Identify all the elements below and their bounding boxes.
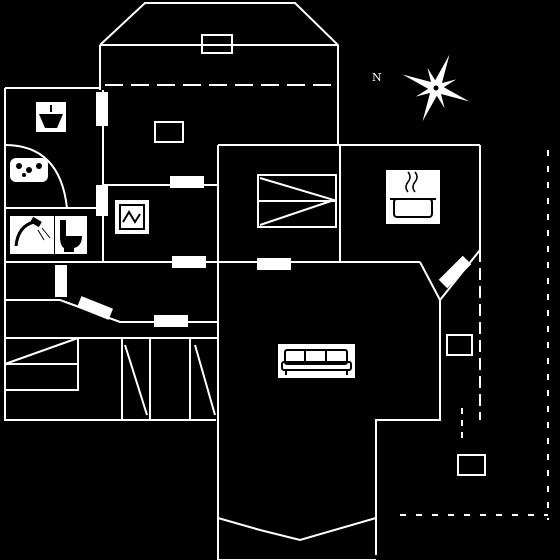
upper-bay-window — [201, 34, 233, 54]
sink-icon — [36, 102, 66, 132]
walls — [4, 1, 549, 560]
doors — [55, 92, 472, 327]
compass-north-label: N — [372, 71, 382, 84]
living-room-east-wall — [375, 300, 441, 555]
closet-diagonal-a — [124, 344, 148, 416]
door — [96, 92, 108, 126]
door — [438, 255, 472, 289]
washing-machine-icon — [115, 200, 149, 234]
bathroom-arc-wall — [4, 144, 68, 209]
terrace-box-1 — [446, 334, 473, 356]
upper-room-box — [154, 121, 184, 143]
living-room-bay — [217, 517, 377, 542]
sofa-icon — [278, 344, 355, 378]
toilet-icon — [55, 216, 87, 254]
door — [55, 265, 67, 297]
bathtub-icon — [10, 158, 48, 182]
left-outer-wall — [4, 88, 216, 421]
closet-2 — [4, 363, 79, 391]
terrace-box-2 — [457, 454, 486, 476]
door — [76, 296, 114, 320]
door — [257, 258, 291, 270]
door — [96, 185, 108, 216]
shower-icon — [10, 216, 54, 254]
cooking-pot-icon — [386, 170, 440, 224]
closet-diagonal-b — [194, 344, 216, 416]
compass-rose-icon — [402, 54, 470, 122]
upper-bay-outline — [99, 1, 339, 145]
closet-1-diagonal — [4, 337, 79, 365]
door — [154, 315, 188, 327]
door — [172, 256, 206, 268]
door — [170, 176, 204, 188]
